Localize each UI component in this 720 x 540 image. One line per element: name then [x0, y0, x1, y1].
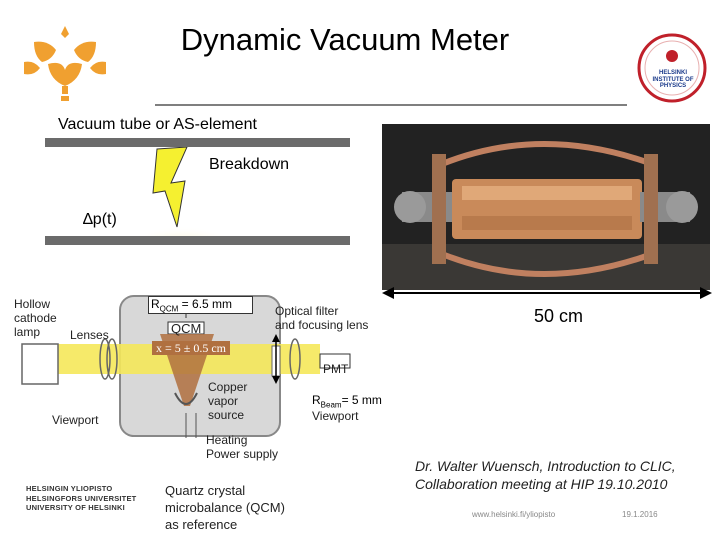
- university-name-line: HELSINGIN YLIOPISTO: [26, 484, 113, 493]
- tube-wall-bottom: [45, 236, 350, 245]
- copper-source-line: Copper: [208, 380, 248, 394]
- copper-source-label: Copper vapor source: [208, 380, 247, 422]
- viewport-left-label: Viewport: [52, 413, 99, 427]
- footer-date: 19.1.2016: [622, 510, 658, 519]
- rqcm-symbol: R: [151, 297, 160, 311]
- rbeam-label: RBeam= 5 mm: [312, 393, 382, 409]
- tube-wall-top: [45, 138, 350, 147]
- hollow-cathode-label: Hollow cathode lamp: [14, 297, 57, 339]
- heating-line: Power supply: [206, 447, 279, 461]
- delta-p-label: ∆p(t): [83, 211, 117, 228]
- qcm-schematic: [21, 295, 351, 438]
- hollow-cathode-line: Hollow: [14, 297, 51, 311]
- breakdown-label: Breakdown: [209, 156, 290, 173]
- university-flame-logo: [24, 26, 106, 101]
- heating-label: Heating Power supply: [206, 433, 278, 461]
- optical-filter-line: and focusing lens: [275, 318, 369, 332]
- hip-logo-text: HELSINKI INSTITUTE OF PHYSICS: [648, 70, 698, 90]
- rbeam-subscript: Beam: [320, 400, 342, 410]
- viewport-right-label: Viewport: [312, 409, 359, 423]
- rqcm-value: = 6.5 mm: [178, 297, 233, 311]
- lightning-bolt-icon: [152, 147, 188, 228]
- scale-arrow: [382, 287, 712, 299]
- footer-url[interactable]: www.helsinki.fi/yliopisto: [472, 510, 556, 519]
- hollow-cathode-line: cathode: [14, 311, 57, 325]
- quartz-caption: Quartz crystal microbalance (QCM) as ref…: [165, 482, 285, 533]
- optical-filter-line: Optical filter: [275, 304, 339, 318]
- x-value-label: x = 5 ± 0.5 cm: [152, 341, 231, 355]
- accelerating-structure-photo: [382, 124, 710, 290]
- hip-logo: [637, 33, 707, 103]
- hollow-cathode-line: lamp: [14, 325, 41, 339]
- university-name: HELSINGIN YLIOPISTO HELSINGFORS UNIVERSI…: [26, 484, 136, 513]
- quartz-caption-line: Quartz crystal: [165, 483, 246, 498]
- rqcm-label: RQCM = 6.5 mm: [148, 296, 254, 315]
- quartz-caption-line: microbalance (QCM): [165, 500, 285, 515]
- optical-filter-label: Optical filter and focusing lens: [275, 304, 368, 332]
- hip-text-line: INSTITUTE OF: [652, 76, 694, 83]
- lenses-label: Lenses: [70, 328, 109, 342]
- hip-text-line: PHYSICS: [659, 83, 687, 89]
- subtitle: Vacuum tube or AS-element: [58, 116, 257, 133]
- pressure-glow: [112, 186, 252, 236]
- scale-label: 50 cm: [534, 306, 584, 326]
- credit-text: Dr. Walter Wuensch, Introduction to CLIC…: [415, 458, 676, 492]
- rbeam-value: = 5 mm: [341, 393, 382, 407]
- rbeam-symbol: R: [312, 393, 321, 407]
- quartz-caption-line: as reference: [165, 517, 238, 532]
- university-name-line: HELSINGFORS UNIVERSITET: [26, 493, 137, 503]
- structure-illustration: [382, 124, 710, 290]
- qcm-label: QCM: [171, 321, 202, 336]
- title-divider: [155, 104, 627, 106]
- tube-diagram: [112, 147, 252, 236]
- copper-source-line: vapor: [208, 394, 239, 408]
- hip-text-line: HELSINKI: [658, 70, 687, 76]
- rqcm-subscript: QCM: [159, 304, 179, 314]
- slide-title: Dynamic Vacuum Meter: [180, 22, 510, 57]
- university-name-line: UNIVERSITY OF HELSINKI: [26, 503, 125, 512]
- pmt-label: PMT: [323, 362, 349, 376]
- heating-line: Heating: [206, 433, 248, 447]
- copper-source-line: source: [208, 408, 245, 422]
